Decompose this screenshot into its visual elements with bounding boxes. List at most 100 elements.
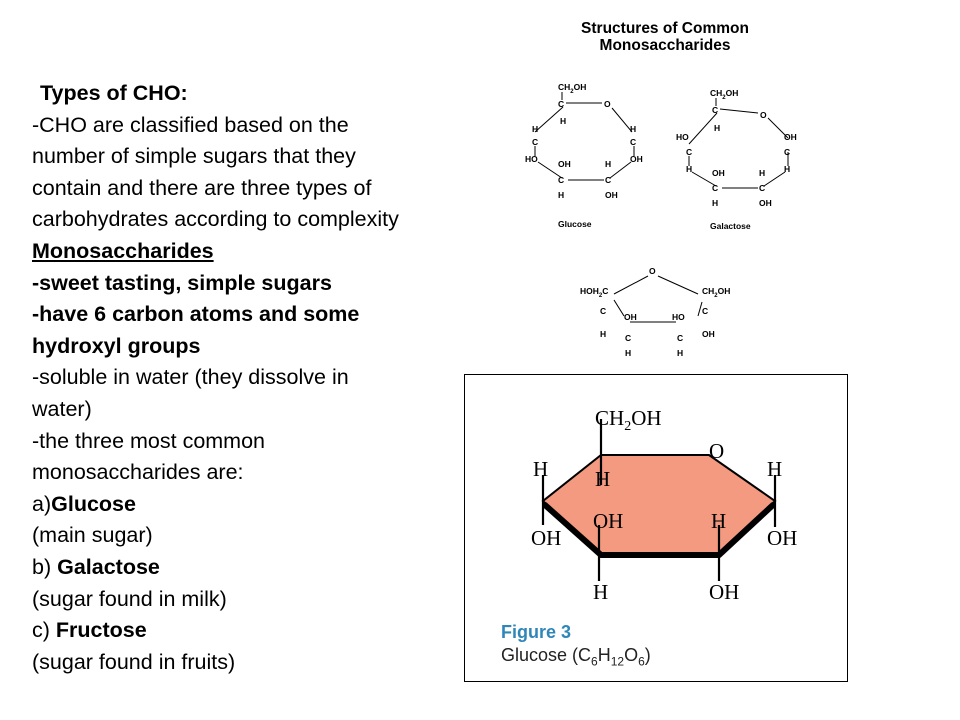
atom-label: H — [560, 116, 566, 126]
atom-label: HO — [525, 154, 538, 164]
structures-title-line: Structures of Common — [581, 20, 749, 37]
property-line: monosaccharides are: — [32, 460, 244, 485]
item-name: Galactose — [57, 554, 160, 579]
atom-label: OH — [726, 88, 739, 98]
atom-label: C — [602, 286, 608, 296]
atom-label: 2 — [570, 89, 574, 95]
atom-label: OH — [759, 198, 772, 208]
atom-label: OH — [630, 154, 643, 164]
svg-text:CH2OH: CH2OH — [710, 88, 738, 101]
atom-label: C — [625, 333, 631, 343]
atom-label: OH — [702, 329, 715, 339]
atom-label: OH — [709, 580, 739, 604]
svg-text:HOH2C: HOH2C — [580, 286, 608, 299]
item-note: (sugar found in fruits) — [32, 649, 236, 674]
structures-title: Structures of Common Monosaccharides — [520, 20, 810, 54]
atom-label: C — [784, 147, 790, 157]
atom-label: H — [558, 190, 564, 200]
atom-label: O — [760, 110, 767, 120]
atom-label: C — [605, 175, 611, 185]
sugar-item-galactose: b) Galactose — [32, 552, 462, 584]
atom-label: H — [600, 329, 606, 339]
atom-label: OH — [605, 190, 618, 200]
atom-label: H — [595, 467, 610, 491]
atom-label: CH — [595, 406, 624, 430]
atom-label: C — [712, 105, 718, 115]
structures-title-line: Monosaccharides — [599, 37, 731, 54]
sugar-item-fructose: c) Fructose — [32, 615, 462, 647]
figure-caption: Figure 3 Glucose (C6H12O6) — [501, 621, 651, 674]
fructose-structure: O HOH2C CH2OH C H OH C H HO C H C OH — [580, 266, 730, 358]
ring-oxygen: O — [709, 439, 724, 463]
atom-label: CH — [702, 286, 714, 296]
atom-label: C — [558, 99, 564, 109]
property-line: -sweet tasting, simple sugars — [32, 270, 332, 295]
atom-label: 2 — [722, 95, 726, 101]
monosaccharides-subheading: Monosaccharides — [32, 238, 214, 263]
formula-part: ) — [644, 645, 651, 665]
intro-line: contain and there are three types of — [32, 175, 372, 200]
atom-label: CH — [710, 88, 722, 98]
glucose-haworth-diagram: CH2OH O H H H OH H OH OH H OH — [531, 406, 797, 604]
atom-label: H — [767, 457, 782, 481]
atom-label: C — [600, 306, 606, 316]
item-note: (main sugar) — [32, 523, 153, 548]
atom-label: HOH — [580, 286, 599, 296]
property-line: -the three most common — [32, 428, 266, 453]
atom-label: OH — [631, 406, 661, 430]
atom-label: H — [714, 123, 720, 133]
atom-label: C — [712, 183, 718, 193]
figure-description: Glucose (C6H12O6) — [501, 643, 651, 674]
atom-label: C — [532, 137, 538, 147]
atom-label: OH — [784, 132, 797, 142]
atom-label: HO — [672, 312, 685, 322]
atom-label: C — [558, 175, 564, 185]
intro-line: -CHO are classified based on the — [32, 112, 349, 137]
atom-label: H — [677, 348, 683, 358]
atom-label: OH — [558, 159, 571, 169]
svg-text:CH2OH: CH2OH — [702, 286, 730, 299]
item-name: Fructose — [55, 618, 147, 643]
atom-label: H — [533, 457, 548, 481]
atom-label: C — [702, 306, 708, 316]
atom-label: HO — [676, 132, 689, 142]
glucose-structure: CH2OH C H O H C HO H C OH OH C H H C OH … — [525, 82, 643, 229]
intro-line: number of simple sugars that they — [32, 144, 356, 169]
galactose-caption: Galactose — [710, 221, 751, 231]
atom-label: H — [625, 348, 631, 358]
atom-label: 2 — [624, 419, 631, 434]
atom-label: H — [711, 509, 726, 533]
property-line: -have 6 carbon atoms and some — [32, 302, 360, 327]
text-column: Types of CHO: -CHO are classified based … — [32, 78, 462, 678]
atom-label: H — [686, 164, 692, 174]
sugar-item-glucose: a)Glucose — [32, 489, 462, 521]
item-prefix: a) — [32, 491, 52, 516]
atom-label: H — [532, 124, 538, 134]
atom-label: CH — [558, 82, 570, 92]
atom-label: OH — [593, 509, 623, 533]
atom-label: OH — [574, 82, 587, 92]
atom-label: OH — [718, 286, 731, 296]
svg-text:CH2OH: CH2OH — [558, 82, 586, 95]
item-note: (sugar found in milk) — [32, 586, 227, 611]
svg-text:CH2OH: CH2OH — [595, 406, 662, 434]
property-line: -soluble in water (they dissolve in — [32, 365, 349, 390]
item-name: Glucose — [51, 491, 136, 516]
atom-label: H — [605, 159, 611, 169]
atom-label: H — [593, 580, 608, 604]
atom-label: O — [649, 266, 656, 276]
figure-label: Figure 3 — [501, 622, 572, 642]
atom-label: H — [759, 168, 765, 178]
atom-label: H — [630, 124, 636, 134]
item-prefix: c) — [32, 618, 56, 643]
atom-label: C — [686, 147, 692, 157]
atom-label: C — [677, 333, 683, 343]
atom-label: OH — [624, 312, 637, 322]
formula-part: H — [597, 645, 611, 665]
atom-label: 2 — [714, 293, 718, 299]
atom-label: C — [759, 183, 765, 193]
formula-subscript: 6 — [638, 654, 645, 669]
atom-label: H — [784, 164, 790, 174]
formula-subscript: 12 — [610, 654, 625, 669]
atom-label: C — [630, 137, 636, 147]
